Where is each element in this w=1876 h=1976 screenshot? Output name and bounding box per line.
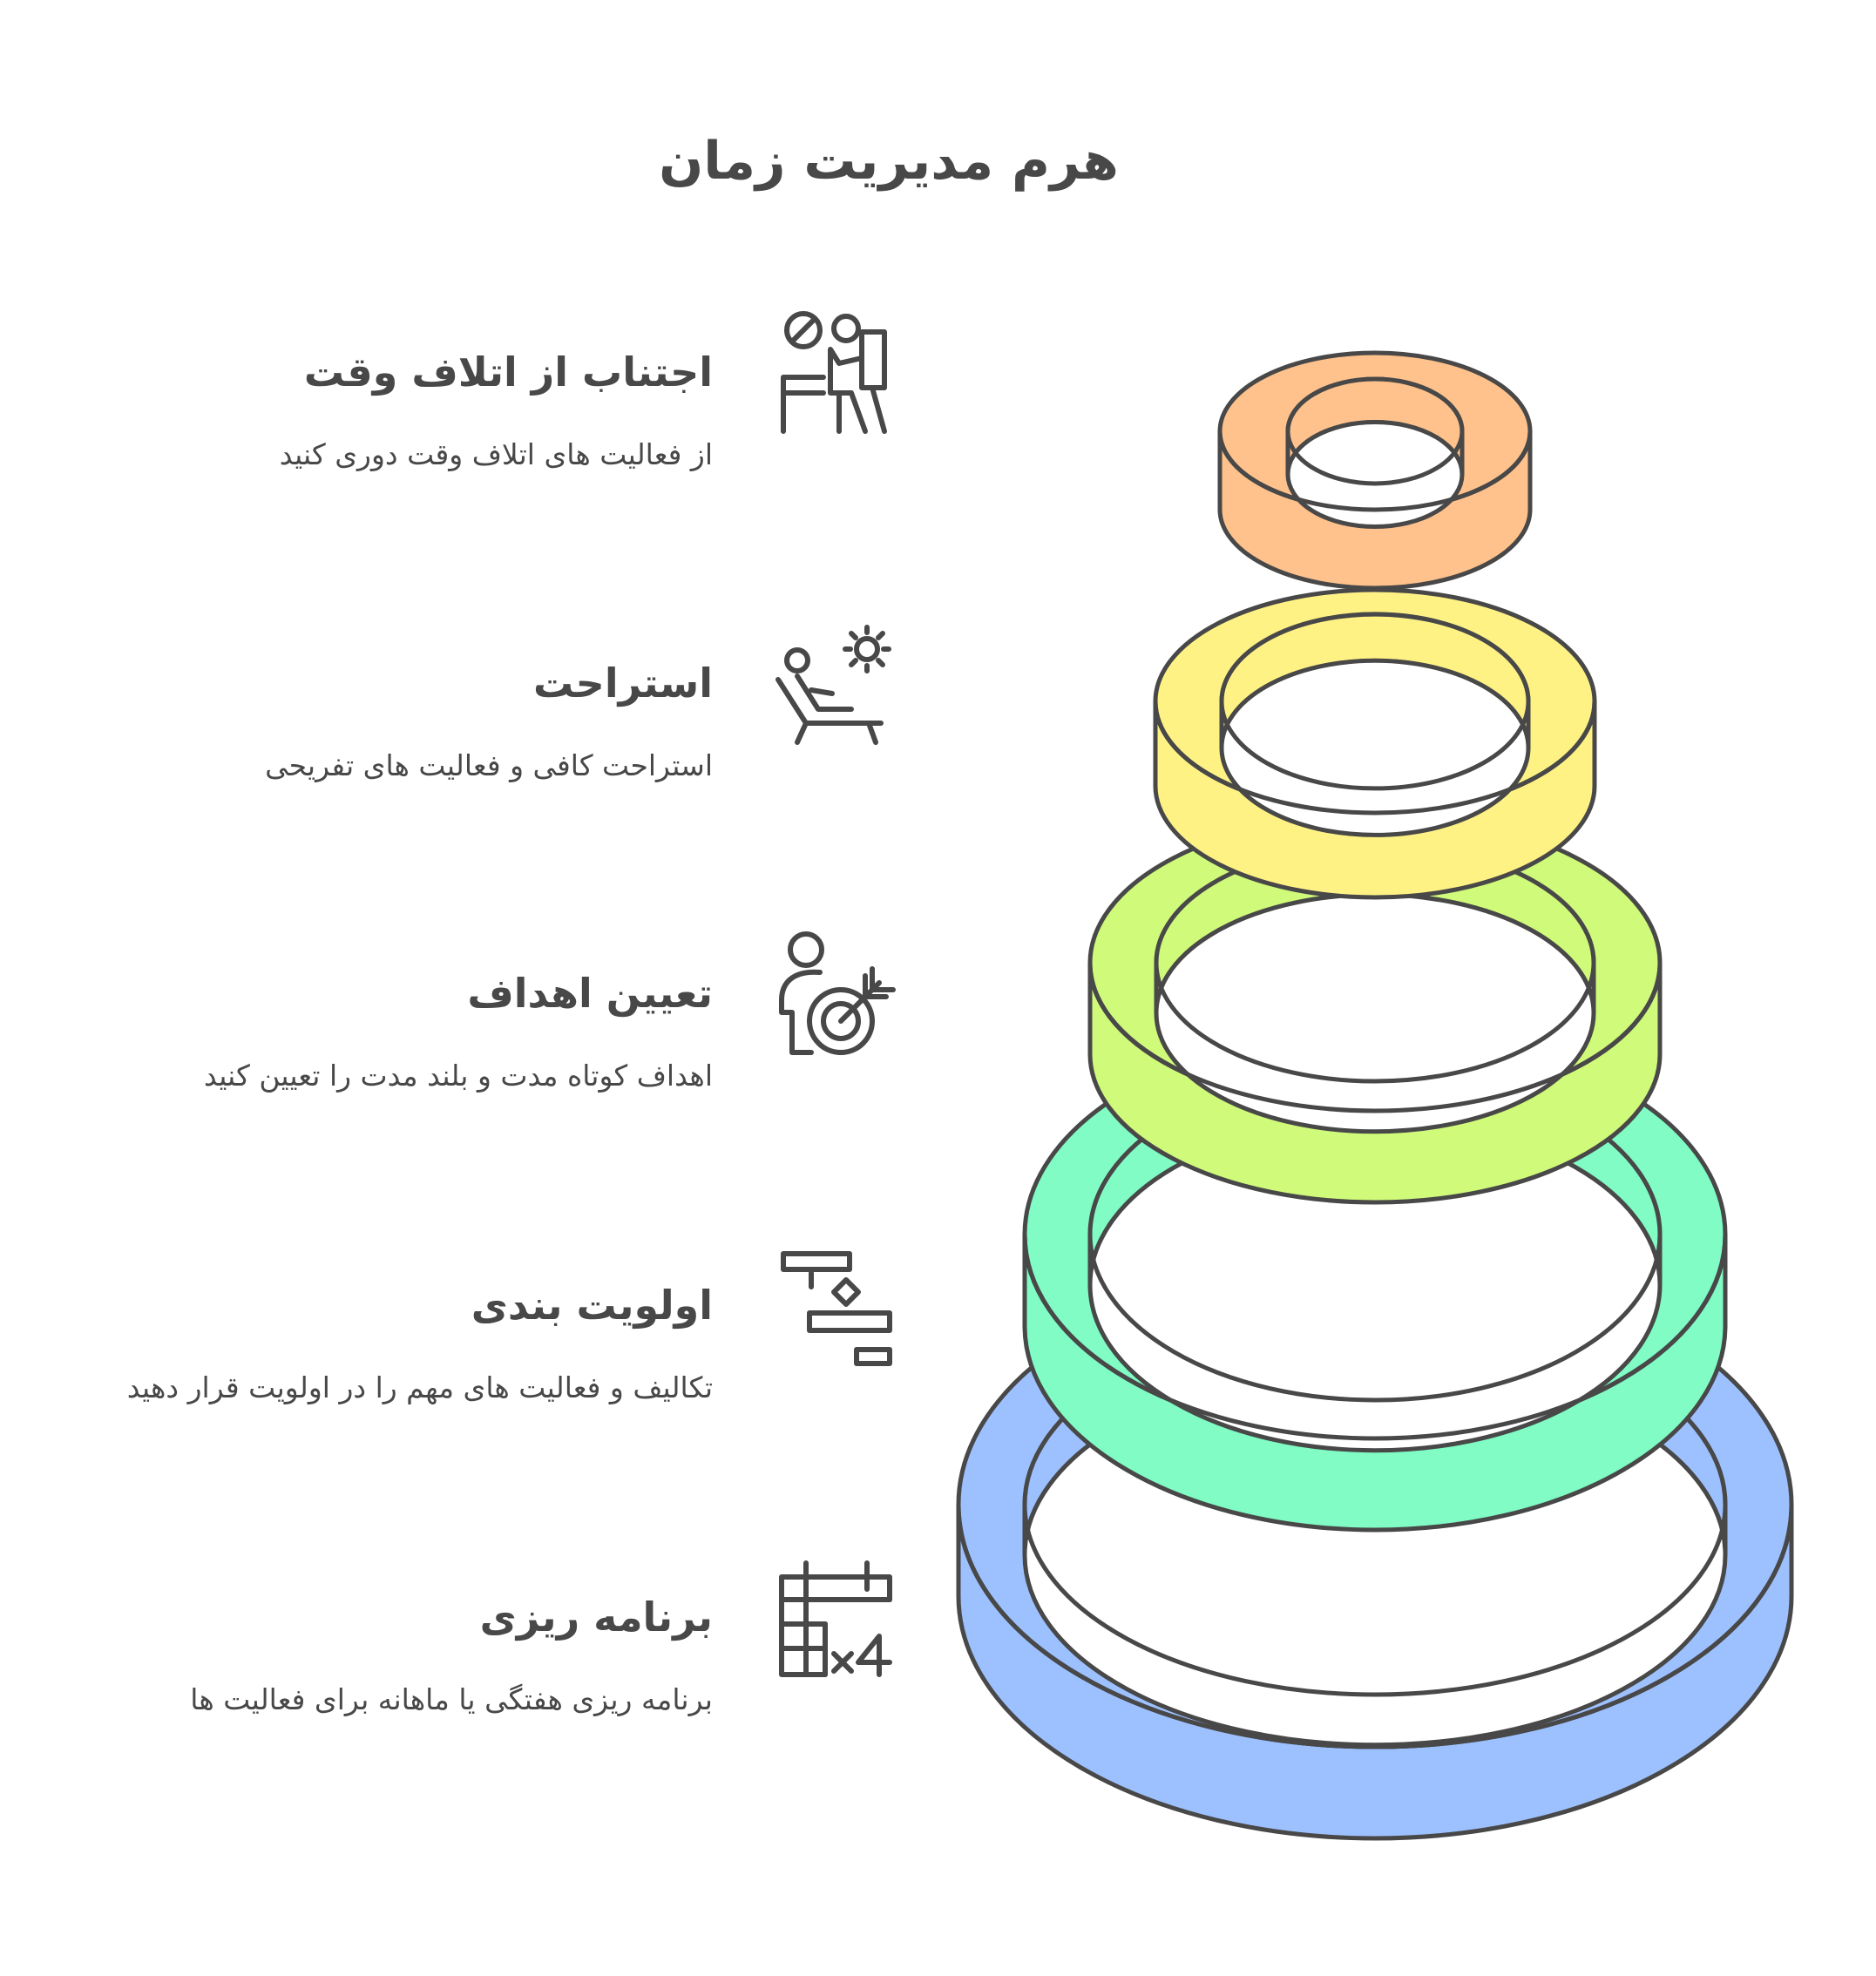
ring-5 bbox=[956, 1260, 1794, 1841]
page-title: هرم مدیریت زمان bbox=[659, 131, 1119, 192]
item-avoid-time-waste: اجتناب از اتلاف وقت از فعالیت های اتلاف … bbox=[16, 349, 713, 471]
item-title: اولویت بندی bbox=[471, 1282, 713, 1329]
ring-3 bbox=[1087, 812, 1663, 1205]
item-title: استراحت bbox=[532, 660, 713, 707]
priority-blocks-icon bbox=[771, 1242, 902, 1372]
item-set-goals: تعیین اهداف اهداف کوتاه مدت و بلند مدت ر… bbox=[16, 970, 713, 1093]
item-description: استراحت کافی و فعالیت های تفریحی bbox=[265, 748, 713, 782]
no-distraction-person-icon bbox=[771, 309, 902, 440]
ring-4 bbox=[1022, 1028, 1728, 1533]
item-description: برنامه ریزی هفتگی یا ماهانه برای فعالیت … bbox=[190, 1682, 713, 1716]
ring-1 bbox=[1217, 350, 1533, 591]
item-title: اجتناب از اتلاف وقت bbox=[303, 349, 713, 396]
item-prioritize: اولویت بندی تکالیف و فعالیت های مهم را د… bbox=[16, 1282, 713, 1404]
item-description: اهداف کوتاه مدت و بلند مدت را تعیین کنید bbox=[203, 1059, 713, 1093]
item-description: تکالیف و فعالیت های مهم را در اولویت قرا… bbox=[126, 1370, 713, 1404]
item-planning: برنامه ریزی برنامه ریزی هفتگی یا ماهانه … bbox=[16, 1594, 713, 1716]
ring-2 bbox=[1153, 587, 1597, 900]
item-title: تعیین اهداف bbox=[467, 970, 713, 1017]
calendar-x4-icon bbox=[771, 1551, 902, 1682]
item-description: از فعالیت های اتلاف وقت دوری کنید bbox=[279, 437, 713, 471]
person-target-icon bbox=[771, 930, 902, 1061]
item-rest: استراحت استراحت کافی و فعالیت های تفریحی bbox=[16, 660, 713, 782]
item-title: برنامه ریزی bbox=[479, 1594, 713, 1641]
relaxing-person-sun-icon bbox=[771, 619, 902, 749]
